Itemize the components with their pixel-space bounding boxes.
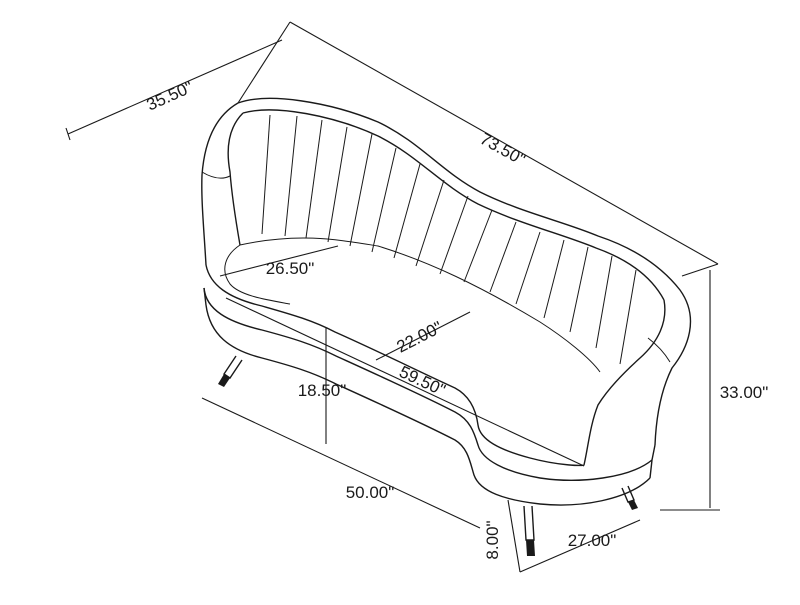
- sofa-back-inner: [242, 109, 665, 301]
- sofa-right-arm-seam: [647, 337, 671, 363]
- dimension-lines: [65, 21, 720, 573]
- sofa-left-arm-inner: [227, 112, 244, 246]
- base-band-top: [203, 287, 653, 481]
- back-top-seam: [239, 237, 601, 373]
- overall-depth-label: 35.50": [144, 77, 196, 114]
- seat-front-edge: [205, 264, 585, 467]
- overall-width-label: 73.50": [477, 129, 529, 169]
- base-right-side: [649, 444, 656, 479]
- sofa-outline: [201, 97, 692, 556]
- base-width-label: 50.00": [346, 483, 395, 502]
- base-left-side: [203, 287, 207, 306]
- sofa-right-arm-inner: [583, 299, 666, 466]
- leg-height-label: 8.00": [483, 520, 502, 559]
- base-depth-label: 27.00": [568, 531, 617, 550]
- seat-line: [224, 244, 291, 305]
- sofa-left-arm-seam: [201, 171, 231, 179]
- seat-width-total-label: 59.50": [396, 362, 448, 400]
- sofa-legs: [218, 355, 638, 556]
- sofa-back-outer: [237, 97, 692, 446]
- seat-height-label: 18.50": [298, 381, 347, 400]
- seat-depth-label: 22.00": [394, 318, 446, 357]
- base-band-bottom: [205, 304, 651, 506]
- back-channel-lines: [261, 114, 637, 365]
- overall-height-label: 33.00": [720, 383, 769, 402]
- seat-width-left-label: 26.50": [266, 259, 315, 278]
- sofa-left-arm-outer: [201, 102, 239, 266]
